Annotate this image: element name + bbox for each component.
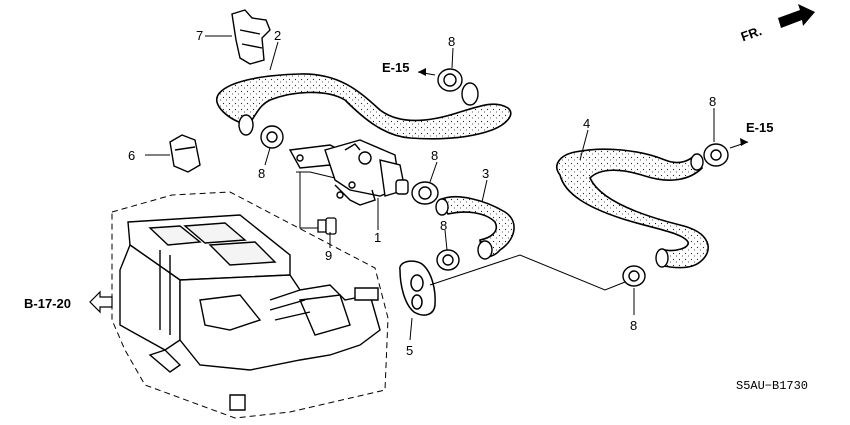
callout-5: 5: [406, 343, 413, 358]
hose-clamp-bottom-right: [622, 265, 646, 287]
ref-e15-right: E-15: [746, 120, 773, 135]
front-direction-indicator: FR.: [739, 4, 815, 44]
hose-2: [215, 73, 512, 140]
callout-8-top: 8: [448, 34, 455, 49]
b1720-arrow-icon: [89, 290, 113, 314]
callout-3: 3: [482, 166, 489, 181]
hose-clamp-lower: [436, 249, 460, 271]
callout-1: 1: [374, 230, 381, 245]
e15-right-arrow-icon: [740, 138, 748, 146]
callout-2: 2: [274, 28, 281, 43]
heater-group-outline: [111, 191, 389, 419]
leader-lines: [145, 35, 749, 341]
callout-6: 6: [128, 148, 135, 163]
hose-clamp-top: [437, 68, 463, 92]
ref-e15-top: E-15: [382, 60, 409, 75]
callout-8-bottom-right: 8: [630, 318, 637, 333]
callout-7: 7: [196, 28, 203, 43]
hose-3: [435, 196, 515, 260]
diagram-code: S5AU−B1730: [736, 379, 808, 393]
water-valve-assembly: [288, 139, 409, 206]
clip-7: [231, 9, 271, 65]
hose-4: [556, 148, 709, 269]
hose-clamp-left: [260, 125, 284, 149]
callout-4: 4: [583, 116, 590, 131]
hose-clamp-center: [411, 181, 439, 205]
callout-9: 9: [325, 248, 332, 263]
bolt-9: [317, 217, 337, 235]
front-arrow-icon: [778, 4, 815, 28]
callout-8-center: 8: [431, 148, 438, 163]
clip-6: [169, 134, 201, 173]
front-label: FR.: [739, 23, 764, 44]
ref-b1720: B-17-20: [24, 296, 71, 311]
e15-top-arrow-icon: [418, 68, 426, 76]
hose-clamp-right: [703, 143, 729, 167]
heater-unit: [119, 214, 381, 411]
grommet-5: [399, 260, 436, 316]
callout-8-left: 8: [258, 166, 265, 181]
callout-8-right: 8: [709, 94, 716, 109]
callout-8-lower: 8: [440, 218, 447, 233]
